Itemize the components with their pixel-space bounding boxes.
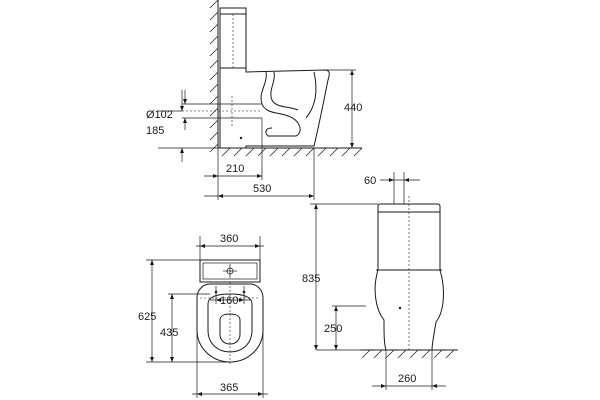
dim-label-overall-length: 625 <box>138 311 156 323</box>
cistern-screw-icon <box>239 136 243 140</box>
cistern-side <box>219 7 247 69</box>
dim-label-outlet-offset: 210 <box>226 163 244 175</box>
front-view: 60 835 250 260 <box>302 172 458 390</box>
dim-label-drain-height: 185 <box>146 125 164 137</box>
top-view: 360 160 625 435 <box>138 233 268 398</box>
dim-label-drain-diameter: Ø102 <box>146 109 173 121</box>
dim-pan-width: 365 <box>192 330 268 398</box>
dim-label-pan-height: 440 <box>344 102 362 114</box>
dim-pan-height: 440 <box>314 69 362 149</box>
dim-seat-length: 435 <box>160 293 210 362</box>
dim-label-pan-width: 365 <box>220 382 238 394</box>
dim-inlet-height: 250 <box>324 305 366 350</box>
pan-front <box>374 196 444 351</box>
dim-cistern-width: 360 <box>196 233 264 260</box>
pan-top <box>196 282 264 366</box>
dim-outlet-offset: 210 <box>204 118 263 180</box>
side-view: Ø102 185 440 210 <box>146 0 362 200</box>
wall <box>209 0 219 153</box>
pan-side <box>182 67 330 149</box>
dim-label-cistern-width: 360 <box>220 233 238 245</box>
dim-label-fixing-centers: 160 <box>220 295 238 307</box>
dim-label-base-width: 260 <box>398 373 416 385</box>
dim-cistern-depth: 60 <box>364 172 420 204</box>
dim-overall-depth: 530 <box>204 148 315 200</box>
dim-label-inlet-height: 250 <box>324 323 342 335</box>
dim-fixing-centers: 160 <box>210 286 250 307</box>
dim-overall-height: 835 <box>302 203 378 351</box>
dim-drain-diameter: Ø102 <box>146 90 220 130</box>
dim-label-seat-length: 435 <box>160 327 178 339</box>
dim-label-cistern-depth: 60 <box>364 175 376 187</box>
cistern-top <box>199 259 261 283</box>
dim-base-width: 260 <box>372 350 446 390</box>
dim-drain-height: 185 <box>146 90 218 162</box>
fixing-hole-icon <box>398 306 402 310</box>
dim-overall-length: 625 <box>138 259 230 363</box>
dim-label-overall-depth: 530 <box>253 183 271 195</box>
front-floor <box>360 349 458 359</box>
floor <box>218 147 363 157</box>
dim-label-overall-height: 835 <box>302 273 320 285</box>
